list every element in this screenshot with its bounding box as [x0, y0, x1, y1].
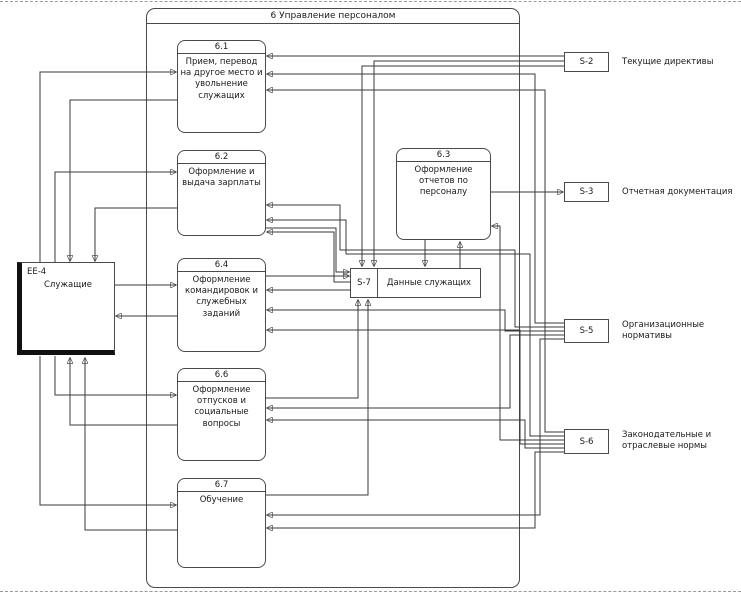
process-number: 6.4 — [178, 259, 265, 272]
entity-label: Служащие — [43, 280, 93, 290]
process-label: Обучение — [199, 495, 244, 505]
ref-s5-code: S-5 — [564, 319, 609, 343]
process-label: Прием, перевод на другое место и увольне… — [180, 57, 263, 101]
process-number: 6.7 — [178, 479, 265, 492]
datastore-label: Данные служащих — [386, 278, 472, 288]
process-label: Оформление и выдача зарплаты — [182, 167, 261, 189]
process-6-6: 6.6 Оформление отпусков и социальные воп… — [177, 368, 266, 461]
ref-s5-label: Организационные нормативы — [622, 320, 705, 342]
process-number: 6.6 — [178, 369, 265, 382]
process-6-7: 6.7 Обучение — [177, 478, 266, 568]
ref-s2-label: Текущие директивы — [622, 57, 714, 67]
entity-code: EE-4 — [27, 267, 47, 277]
external-entity-ee4: EE-4 Служащие — [17, 262, 115, 355]
ref-s6-label: Законодательные и отраслевые нормы — [622, 430, 712, 452]
ref-s3-code: S-3 — [564, 182, 609, 202]
process-number: 6.3 — [397, 149, 490, 162]
process-label: Оформление командировок и служебных зада… — [184, 275, 259, 319]
ref-s6-code: S-6 — [564, 429, 609, 454]
page-border-top — [0, 1, 741, 2]
process-number: 6.1 — [178, 41, 265, 54]
diagram-title: 6 Управление персоналом — [147, 9, 519, 24]
datastore-s7: S-7 Данные служащих — [350, 268, 481, 298]
process-label: Оформление отчетов по персоналу — [414, 165, 473, 198]
datastore-code: S-7 — [351, 269, 378, 297]
process-6-3: 6.3 Оформление отчетов по персоналу — [396, 148, 491, 240]
process-6-1: 6.1 Прием, перевод на другое место и уво… — [177, 40, 266, 133]
process-6-2: 6.2 Оформление и выдача зарплаты — [177, 150, 266, 236]
process-number: 6.2 — [178, 151, 265, 164]
ref-s2-code: S-2 — [564, 52, 609, 72]
process-6-4: 6.4 Оформление командировок и служебных … — [177, 258, 266, 352]
ref-s3-label: Отчетная документация — [622, 187, 733, 197]
page-border-bottom — [0, 591, 741, 592]
process-label: Оформление отпусков и социальные вопросы — [192, 385, 251, 429]
